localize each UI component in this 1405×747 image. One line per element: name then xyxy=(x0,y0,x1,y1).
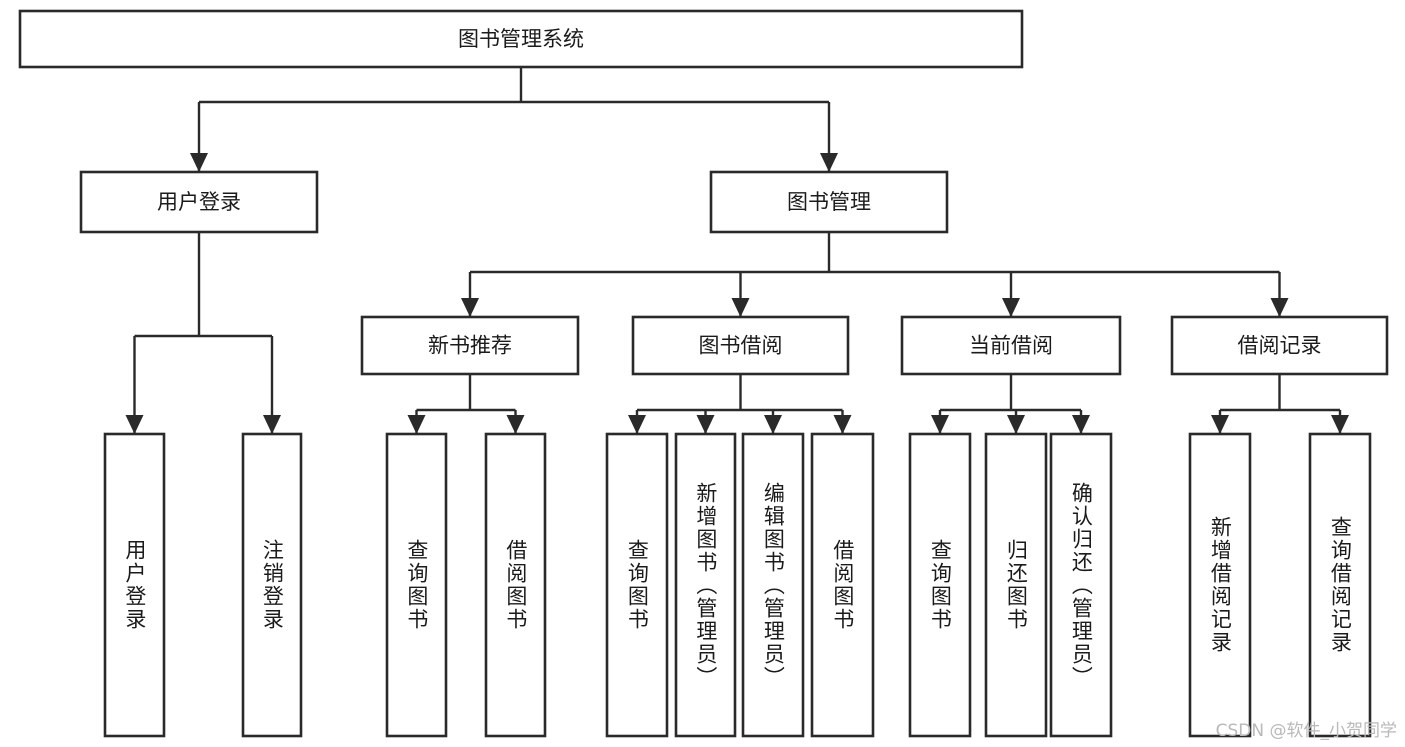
arrow-head-icon xyxy=(833,415,852,434)
arrow-head-icon xyxy=(931,415,949,434)
connectors-layer xyxy=(125,67,1349,434)
node-图书管理系统-label: 图书管理系统 xyxy=(458,27,584,51)
arrow-head-icon xyxy=(1072,415,1090,434)
node-图书管理-label: 图书管理 xyxy=(787,190,871,214)
arrow-head-icon xyxy=(764,415,782,434)
node-当前借阅[interactable] xyxy=(900,315,1122,376)
node-用户登录-label: 用户登录 xyxy=(157,190,241,214)
arrow-head-icon xyxy=(461,298,479,317)
arrow-head-icon xyxy=(263,415,281,434)
arrow-head-icon xyxy=(190,153,208,172)
node-当前借阅-label: 当前借阅 xyxy=(969,334,1053,358)
node-图书管理系统[interactable] xyxy=(18,9,1024,69)
node-查询借阅记录-leaf-12[interactable] xyxy=(1308,432,1372,738)
node-借阅图书-leaf-7[interactable] xyxy=(810,432,875,738)
arrow-head-icon xyxy=(1270,298,1289,317)
node-新增图书管理员-leaf-5[interactable] xyxy=(674,432,737,738)
boxes-layer xyxy=(18,9,1389,738)
arrow-head-icon xyxy=(1331,415,1349,434)
node-新书推荐-label: 新书推荐 xyxy=(428,334,512,358)
node-归还图书-leaf-9[interactable] xyxy=(984,432,1048,738)
node-新增借阅记录-leaf-11[interactable] xyxy=(1188,432,1252,738)
csdn-watermark: CSDN @软件_小贺同学 xyxy=(1215,721,1397,741)
node-借阅记录-label: 借阅记录 xyxy=(1238,334,1322,358)
node-新书推荐[interactable] xyxy=(360,315,580,376)
arrow-head-icon xyxy=(506,415,525,434)
arrow-head-icon xyxy=(820,153,838,172)
node-查询图书-leaf-2[interactable] xyxy=(385,432,448,738)
node-图书借阅-label: 图书借阅 xyxy=(699,334,783,358)
arrow-head-icon xyxy=(1002,298,1020,317)
node-用户登录[interactable] xyxy=(79,170,319,234)
node-确认归还管理员-leaf-10[interactable] xyxy=(1049,432,1113,738)
node-用户登录-leaf-0[interactable] xyxy=(103,432,166,738)
arrow-head-icon xyxy=(125,415,144,434)
arrow-head-icon xyxy=(731,298,750,317)
node-注销登录-leaf-1[interactable] xyxy=(241,432,303,738)
arrow-head-icon xyxy=(1211,415,1229,434)
node-图书管理[interactable] xyxy=(709,170,949,234)
arrow-head-icon xyxy=(1007,415,1025,434)
arrow-head-icon xyxy=(407,415,426,434)
arrow-head-icon xyxy=(628,415,646,434)
node-借阅图书-leaf-3[interactable] xyxy=(484,432,547,738)
node-查询图书-leaf-8[interactable] xyxy=(908,432,972,738)
arrow-head-icon xyxy=(696,415,715,434)
node-查询图书-leaf-4[interactable] xyxy=(605,432,669,738)
node-图书借阅[interactable] xyxy=(631,315,850,376)
node-编辑图书管理员-leaf-6[interactable] xyxy=(741,432,805,738)
node-借阅记录[interactable] xyxy=(1170,315,1389,376)
